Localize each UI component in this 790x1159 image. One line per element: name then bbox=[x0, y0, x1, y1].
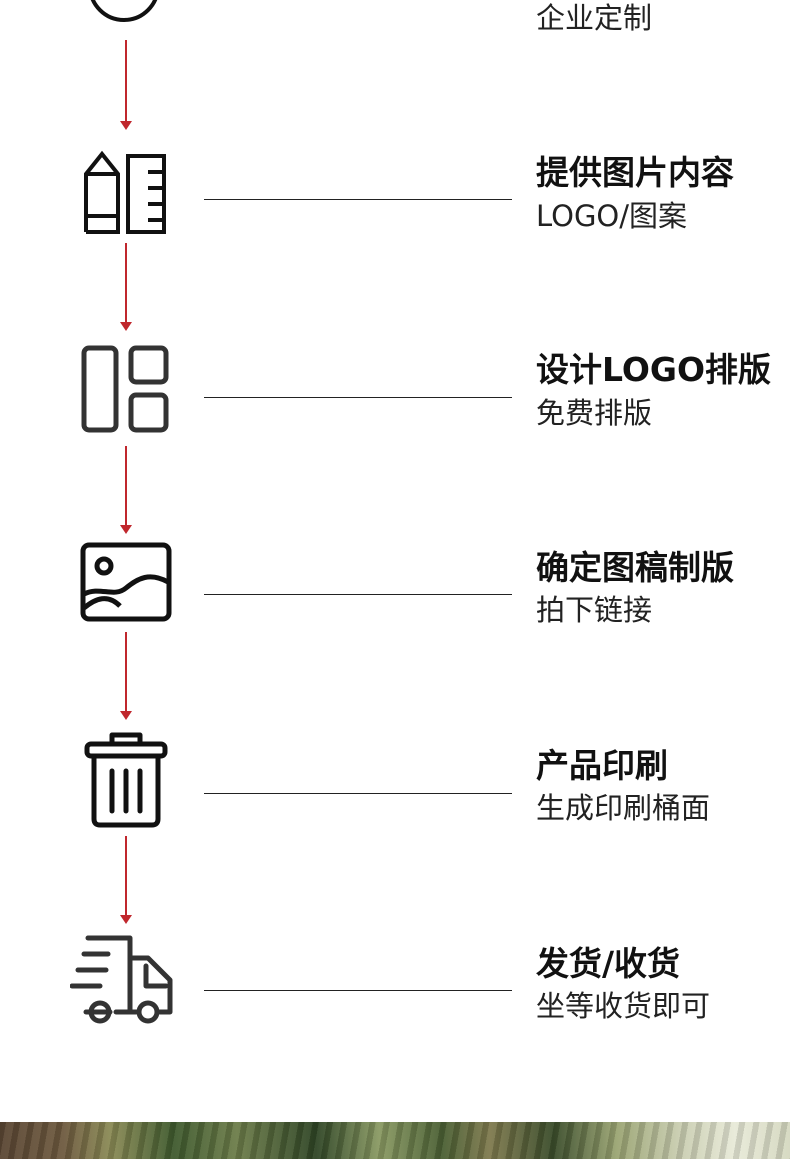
step-divider-line bbox=[204, 397, 512, 398]
bottom-photo-strip bbox=[0, 1122, 790, 1159]
flow-arrow bbox=[120, 243, 132, 331]
top-step-subtitle: 企业定制 bbox=[536, 1, 653, 35]
step-3-subtitle: 拍下链接 bbox=[536, 593, 653, 627]
delivery-truck-icon bbox=[70, 932, 174, 1026]
step-divider-line bbox=[204, 594, 512, 595]
step-5-subtitle: 坐等收货即可 bbox=[536, 989, 711, 1023]
flow-arrow bbox=[120, 446, 132, 534]
step-4-title: 产品印刷 bbox=[536, 746, 668, 785]
top-step-circle-icon bbox=[88, 0, 160, 22]
step-divider-line bbox=[204, 199, 512, 200]
flow-arrow bbox=[120, 632, 132, 720]
step-2-title: 设计LOGO排版 bbox=[536, 350, 772, 389]
flow-arrow bbox=[120, 836, 132, 924]
step-2-subtitle: 免费排版 bbox=[536, 396, 653, 430]
step-3-title: 确定图稿制版 bbox=[536, 548, 734, 587]
trash-can-icon bbox=[84, 731, 168, 829]
design-tools-icon bbox=[82, 150, 168, 234]
step-4-subtitle: 生成印刷桶面 bbox=[536, 791, 711, 825]
step-1-subtitle: LOGO/图案 bbox=[536, 199, 688, 233]
step-5-title: 发货/收货 bbox=[536, 944, 681, 983]
image-icon bbox=[80, 542, 172, 622]
step-1-title: 提供图片内容 bbox=[536, 153, 734, 192]
step-divider-line bbox=[204, 990, 512, 991]
flow-arrow bbox=[120, 40, 132, 130]
layout-icon bbox=[81, 345, 169, 433]
step-divider-line bbox=[204, 793, 512, 794]
